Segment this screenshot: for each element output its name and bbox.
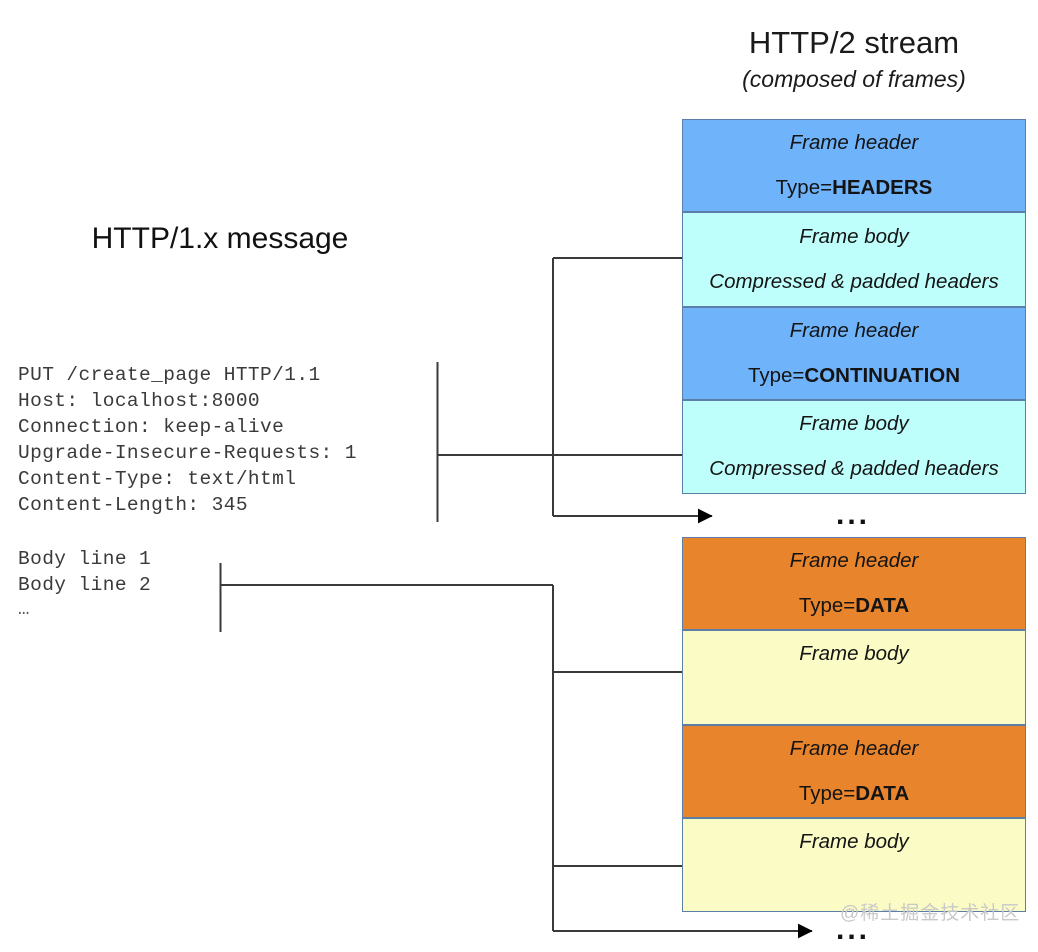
frame-body-data-2: Frame body [682,818,1026,912]
frame-caption: Frame header [789,130,919,154]
message-title: HTTP/1.x message [91,222,349,255]
watermark: @稀土掘金技术社区 [840,903,1021,924]
frame-header-data-1: Frame header Type=DATA [682,537,1026,630]
stream-subtitle: (composed of frames) [742,66,966,92]
frame-body-headers: Frame body Compressed & padded headers [682,212,1026,307]
frame-type-label: Type= [747,363,805,387]
frame-type-label: Type= [775,175,833,199]
frame-type-value: DATA [855,593,910,617]
frame-type-value: CONTINUATION [804,363,961,387]
frame-caption: Frame header [789,318,919,342]
frame-header-continuation: Frame header Type=CONTINUATION [682,307,1026,400]
frame-type: Type=DATA [798,593,910,618]
frame-type: Type=HEADERS [775,175,933,200]
data-group-ellipsis: ... [836,913,871,946]
stream-title: HTTP/2 stream [748,25,960,60]
http-request-headers: PUT /create_page HTTP/1.1 Host: localhos… [18,364,357,516]
frame-type-value: HEADERS [832,175,933,199]
frame-caption: Frame header [789,736,919,760]
frame-body-note: Compressed & padded headers [709,269,999,293]
frame-type-value: DATA [855,781,910,805]
frame-caption: Frame body [799,830,909,853]
frame-type: Type=DATA [798,781,910,806]
http-body-ellipsis: … [18,598,30,620]
frame-body-continuation: Frame body Compressed & padded headers [682,400,1026,494]
frame-type-label: Type= [798,781,856,805]
frame-caption: Frame body [799,642,909,665]
frame-header-headers: Frame header Type=HEADERS [682,119,1026,212]
frame-caption: Frame body [799,224,909,248]
frame-body-note: Compressed & padded headers [709,457,999,480]
frame-body-data-1: Frame body [682,630,1026,725]
frame-caption: Frame header [789,548,919,572]
http-request-body: Body line 1 Body line 2 [18,548,152,596]
frame-header-data-2: Frame header Type=DATA [682,725,1026,818]
headers-group-ellipsis: ... [836,498,871,531]
frame-type: Type=CONTINUATION [747,363,961,388]
frame-type-label: Type= [798,593,856,617]
frame-caption: Frame body [799,412,909,436]
